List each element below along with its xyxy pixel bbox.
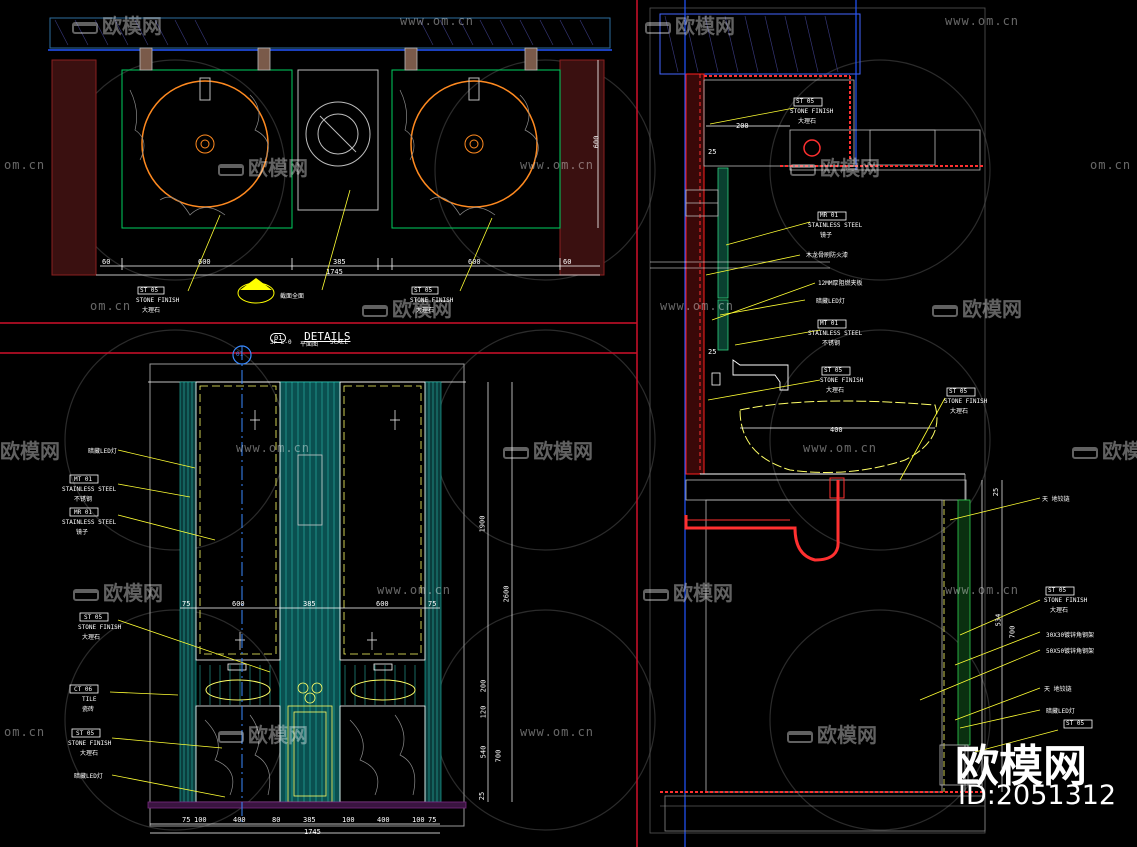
plan-view: [48, 17, 612, 304]
elevation-view: [69, 345, 513, 834]
panel-separators: [0, 0, 638, 847]
watermark-circles: [64, 59, 991, 831]
section-view: [649, 0, 1093, 847]
